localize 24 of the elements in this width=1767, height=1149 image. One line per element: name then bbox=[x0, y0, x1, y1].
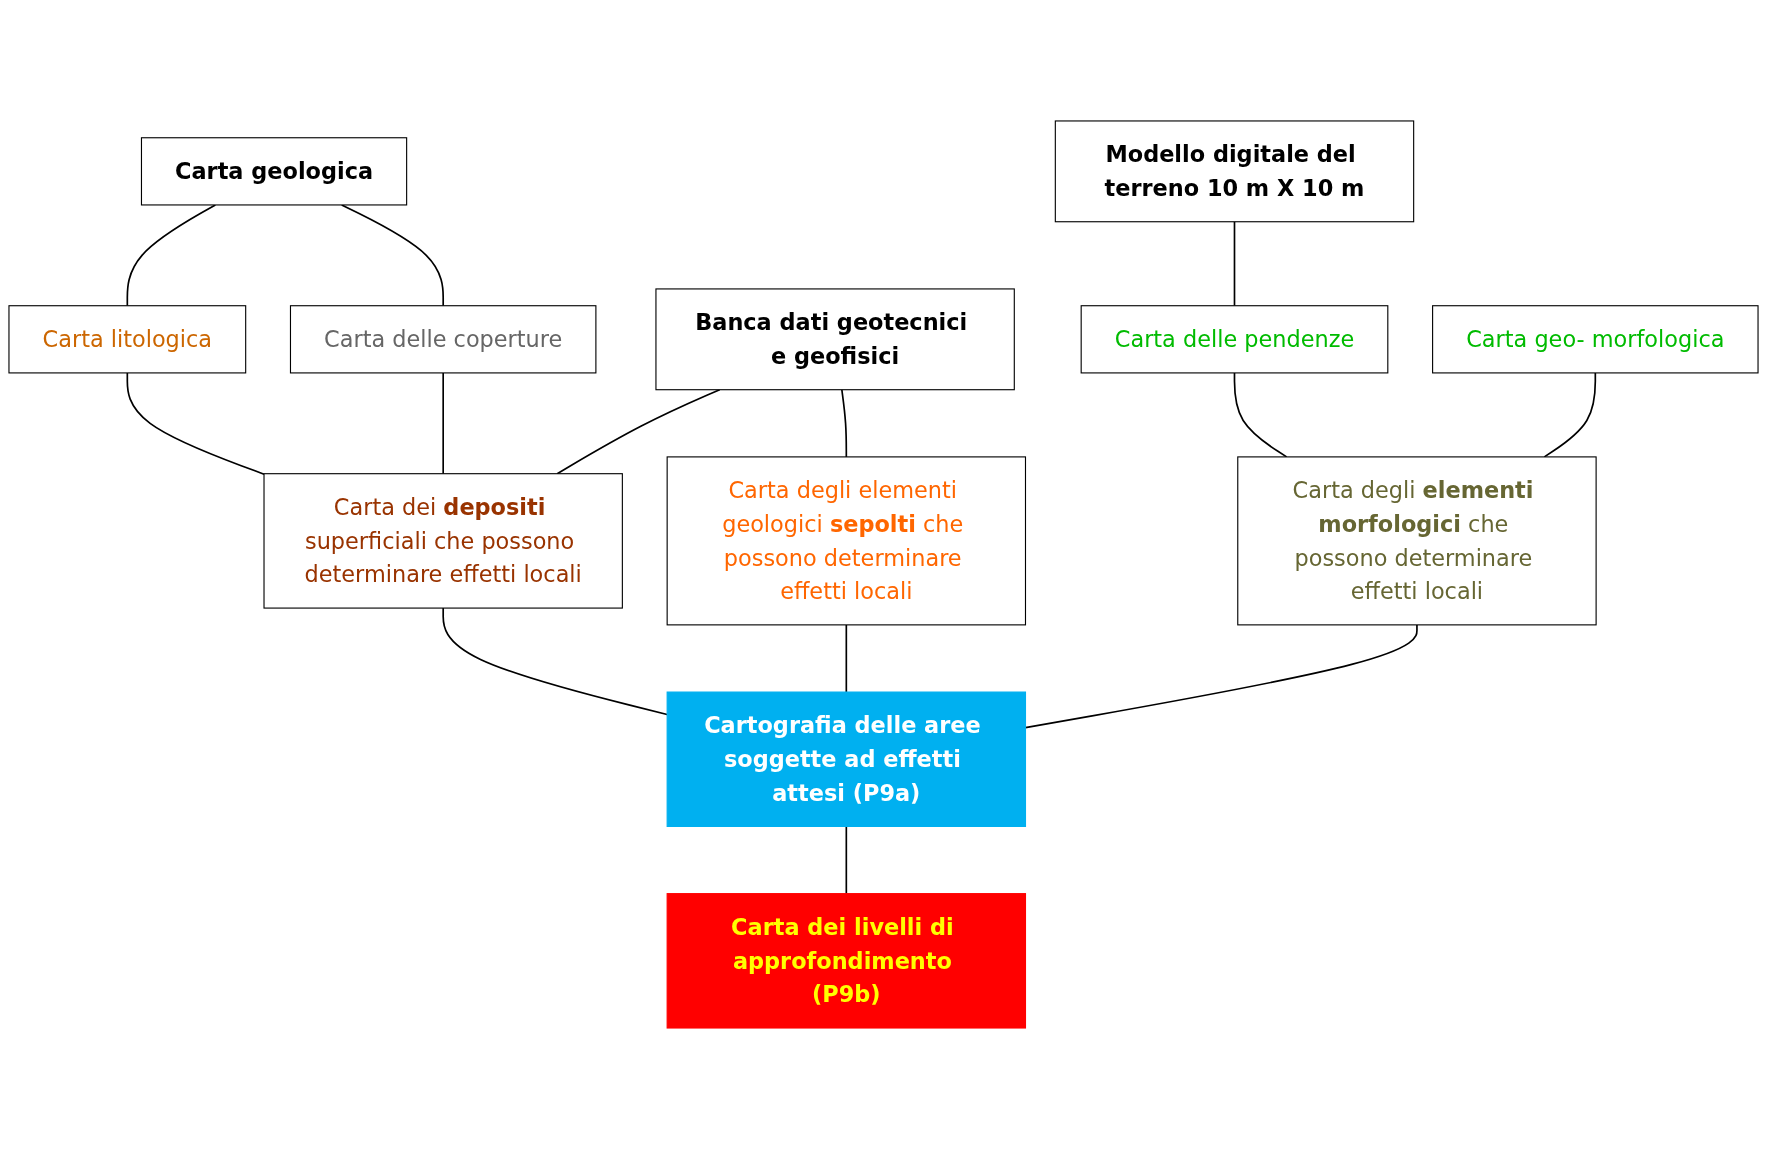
connector bbox=[556, 388, 721, 475]
node-box: Banca dati geotecnici e geofisici bbox=[655, 288, 1015, 391]
node-box: Carta geologica bbox=[140, 137, 408, 206]
connector bbox=[126, 372, 265, 476]
connector bbox=[1233, 372, 1288, 458]
node-box: Cartografia delle aree soggette ad effetti attesi (P9a) bbox=[666, 691, 1027, 827]
connector bbox=[340, 204, 444, 307]
node-box: Carta dei livelli di approfondimento (P9b) bbox=[666, 893, 1027, 1029]
connector bbox=[126, 204, 217, 307]
node-box: Modello digitale del terreno 10 m X 10 m bbox=[1054, 120, 1415, 223]
connector bbox=[442, 607, 668, 716]
connector bbox=[845, 825, 848, 895]
connector bbox=[442, 372, 444, 475]
node-box: Carta geo- morfologica bbox=[1432, 305, 1759, 374]
node-box: Carta delle coperture bbox=[289, 305, 597, 374]
connector bbox=[845, 624, 848, 693]
node-box: Carta delle pendenze bbox=[1080, 305, 1389, 374]
node-box: Carta dei depositi superficiali che possono determinare effetti locali bbox=[263, 473, 623, 609]
connector bbox=[1233, 220, 1236, 307]
node-box: Carta litologica bbox=[8, 305, 247, 374]
node-box: Carta degli elementi geologici sepolti che possono determinare effetti locali bbox=[666, 456, 1027, 626]
connector bbox=[1543, 372, 1597, 458]
node-box: Carta degli elementi morfologici che possono determinare effetti locali bbox=[1237, 456, 1597, 626]
connector bbox=[841, 388, 848, 458]
